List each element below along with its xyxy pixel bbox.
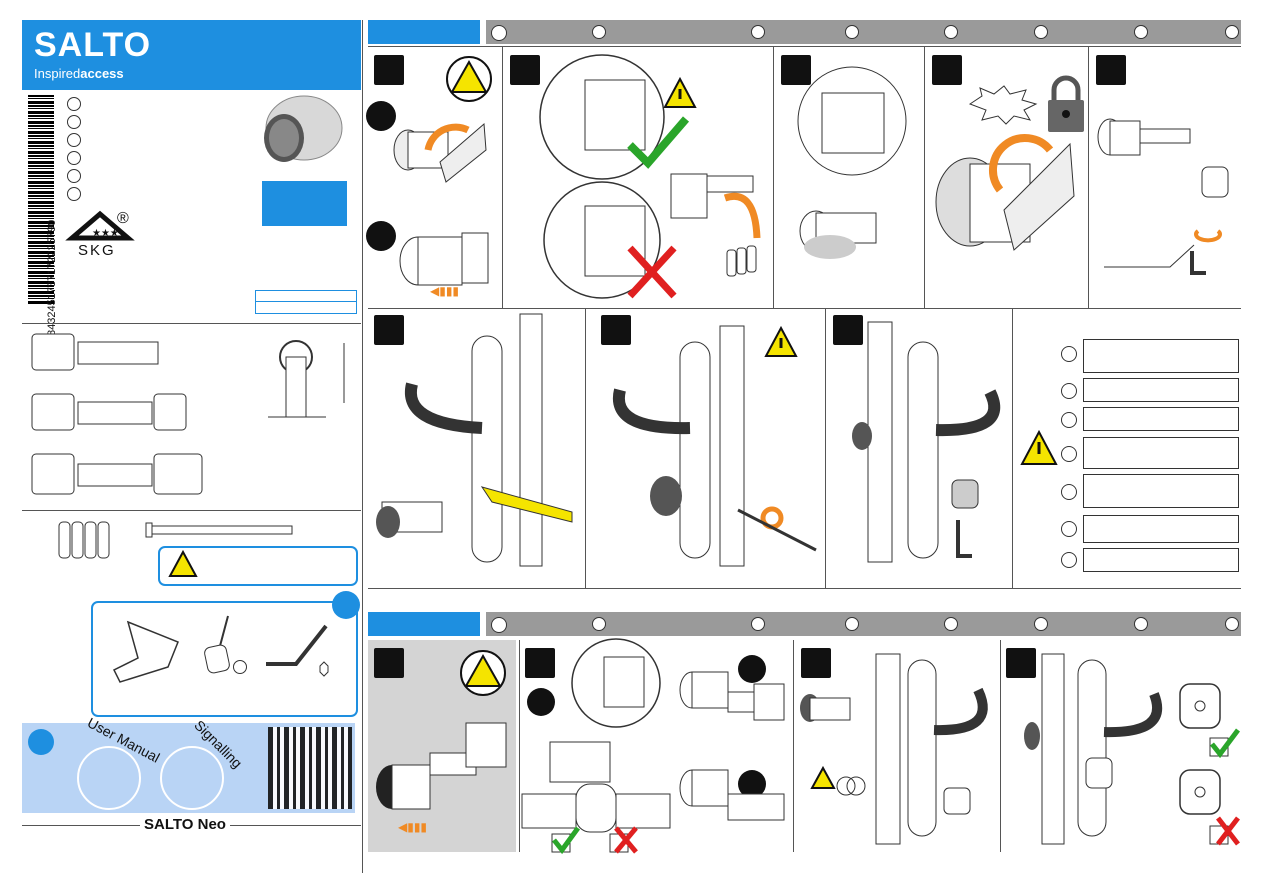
screw-illustration xyxy=(145,522,293,538)
cross-icon xyxy=(609,826,638,854)
skg-logo: ★★★ xyxy=(65,210,135,241)
step-a2-number xyxy=(510,55,540,85)
language-circle-3 xyxy=(67,133,81,147)
warning-text-box-2 xyxy=(1083,378,1239,402)
step-a2-battery-wrong-detail xyxy=(543,181,661,299)
step-b2-detail-illustration xyxy=(571,638,661,728)
step-a1-substep-1 xyxy=(366,101,396,131)
brand-logo: SALTO xyxy=(34,26,152,64)
step-a7-door-illustration xyxy=(612,325,817,567)
info-grid xyxy=(255,290,357,314)
step-a3-detail-illustration xyxy=(797,66,907,259)
brand-header: SALTO Inspiredaccess xyxy=(22,20,361,90)
warning-icon xyxy=(663,76,697,108)
warning-text-box-4 xyxy=(1083,437,1239,469)
warning-text-box-7 xyxy=(1083,548,1239,572)
screwdriver-icon xyxy=(204,615,230,674)
barcode xyxy=(28,95,54,305)
warning-icon xyxy=(810,765,836,789)
step-b2-number xyxy=(525,648,555,678)
skg-label: SKG xyxy=(78,242,116,259)
cylinder-type-3 xyxy=(31,453,203,495)
step-a3-number xyxy=(781,55,811,85)
step-a4-signal-burst xyxy=(968,85,1038,125)
language-circle-4 xyxy=(67,151,81,165)
hex-key-icon xyxy=(266,624,329,677)
step-a5-cylinder-illustration xyxy=(1097,118,1229,275)
step-a4-lock-illustration xyxy=(935,134,1075,251)
section-b-tab xyxy=(368,612,480,636)
step-b2-substep-3 xyxy=(738,770,766,798)
language-circle-5 xyxy=(67,169,81,183)
section-a-tab xyxy=(368,20,480,44)
svg-text:★★★: ★★★ xyxy=(92,228,119,239)
cylinder-type-2 xyxy=(31,393,187,431)
battery-icon xyxy=(58,521,110,559)
step-a1-number xyxy=(374,55,404,85)
tool-key-illustration xyxy=(112,620,179,683)
product-blue-box xyxy=(262,181,347,226)
section-b-language-bar xyxy=(486,612,1241,636)
step-b2-cylinder-a xyxy=(679,671,785,721)
step-a1-knob-illustration: ◀▮▮▮ xyxy=(399,232,489,298)
barcode-number: 8432451737172225790 xyxy=(46,219,58,336)
warning-text-box-6 xyxy=(1083,515,1239,543)
skg-registered: ® xyxy=(117,210,129,227)
step-b1-cylinder-illustration: ◀▮▮▮ xyxy=(376,722,507,834)
step-b3-number xyxy=(801,648,831,678)
step-b4-correct-orientation xyxy=(1179,683,1221,729)
esd-warning-icon xyxy=(446,56,492,102)
product-title: SALTO Neo xyxy=(140,816,230,833)
step-b4-number xyxy=(1006,648,1036,678)
warning-text-box-1 xyxy=(1083,339,1239,373)
warning-text-box-5 xyxy=(1083,474,1239,508)
product-image xyxy=(264,95,343,162)
warning-icon xyxy=(1020,429,1058,465)
warning-text-box-3 xyxy=(1083,407,1239,431)
step-a5-number xyxy=(1096,55,1126,85)
signalling-circle xyxy=(160,746,224,810)
warning-icon xyxy=(764,325,798,357)
section-a-language-bar xyxy=(486,20,1241,44)
step-b4-wrong-orientation xyxy=(1179,769,1221,815)
manual-marker xyxy=(28,729,54,755)
step-b2-key-check xyxy=(521,741,671,833)
tools-blue-marker xyxy=(332,591,360,619)
svg-text:◀▮▮▮: ◀▮▮▮ xyxy=(430,284,459,298)
checkmark-icon xyxy=(627,116,690,169)
esd-warning-icon xyxy=(168,549,198,577)
step-a8-number xyxy=(833,315,863,345)
step-b4-door-illustration xyxy=(1024,653,1163,845)
language-circle-1 xyxy=(67,97,81,111)
step-b1-number xyxy=(374,648,404,678)
step-a2-insert-batteries-illustration xyxy=(670,173,761,277)
qr-code-icon[interactable] xyxy=(268,727,352,809)
cross-icon xyxy=(627,245,677,299)
step-a6-door-illustration xyxy=(376,313,573,567)
checkmark-icon xyxy=(1209,728,1240,759)
padlock-icon xyxy=(1048,75,1084,132)
step-a1-remove-knob-illustration xyxy=(393,122,487,183)
step-a1-substep-2 xyxy=(366,221,396,251)
language-circle-6 xyxy=(67,187,81,201)
step-a7-number xyxy=(601,315,631,345)
user-manual-circle xyxy=(77,746,141,810)
step-b3-door-illustration xyxy=(800,653,988,845)
language-circle-2 xyxy=(67,115,81,129)
step-a8-door-illustration xyxy=(852,321,1001,563)
step-a6-number xyxy=(374,315,404,345)
step-b2-substep-2 xyxy=(738,655,766,683)
brand-tagline: Inspiredaccess xyxy=(34,66,124,81)
step-b2-cylinder-b xyxy=(679,769,785,821)
screwdriver-size-circle xyxy=(233,660,247,674)
cross-icon xyxy=(1209,816,1240,846)
step-b2-substep-1 xyxy=(527,688,555,716)
svg-text:◀▮▮▮: ◀▮▮▮ xyxy=(398,820,427,834)
cylinder-profile-diagram xyxy=(268,340,345,418)
cylinder-type-1 xyxy=(31,333,159,371)
esd-warning-icon xyxy=(460,650,506,696)
checkmark-icon xyxy=(551,826,581,855)
step-a4-number xyxy=(932,55,962,85)
